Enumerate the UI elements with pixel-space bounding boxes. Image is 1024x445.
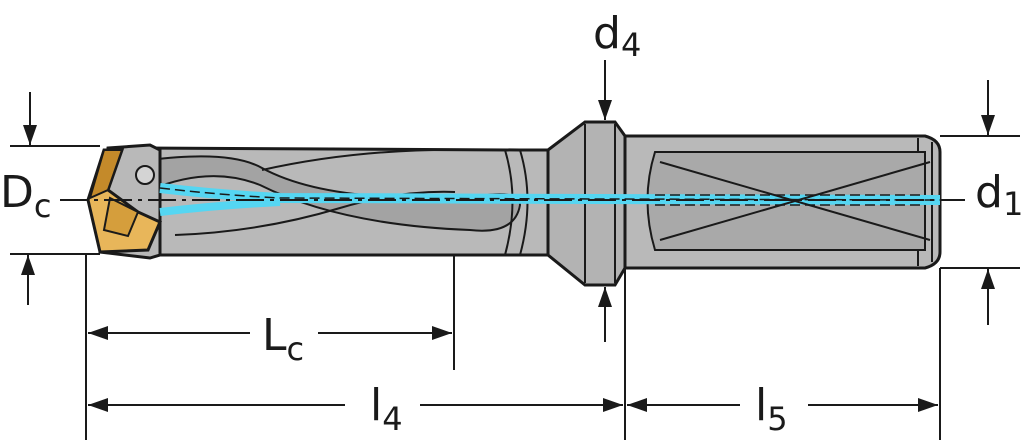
l4-label: l4 <box>370 380 403 438</box>
dc-label: Dc <box>0 167 51 225</box>
extension-lines <box>10 135 1020 440</box>
l5-label: l5 <box>755 380 788 438</box>
lc-label: Lc <box>262 310 304 368</box>
coolant-channels <box>159 161 941 241</box>
cutting-insert <box>86 148 162 254</box>
d1-label: d1 <box>975 167 1023 223</box>
d4-label: d4 <box>593 8 641 64</box>
dimension-arrows <box>21 60 995 412</box>
